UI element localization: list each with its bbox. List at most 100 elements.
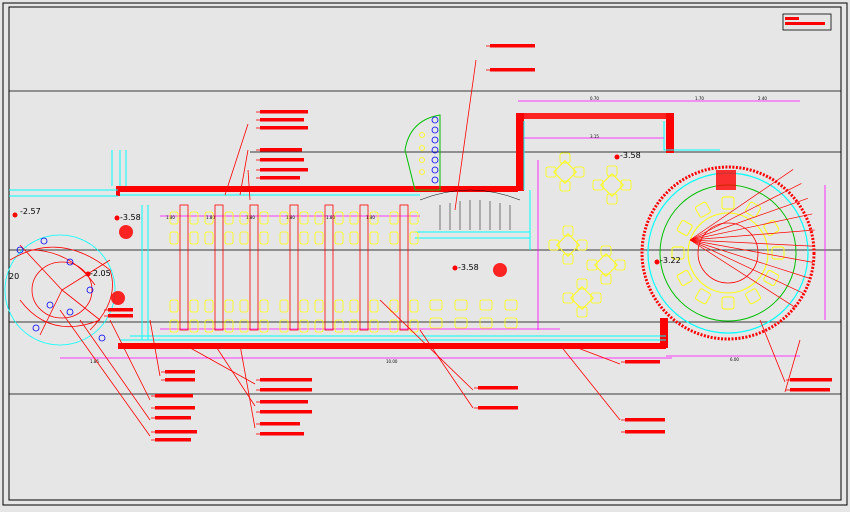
chair	[239, 231, 249, 245]
chair	[204, 319, 214, 333]
round-room	[640, 165, 816, 341]
chair	[349, 299, 359, 313]
callout-label-bar	[478, 386, 518, 390]
leader-line	[454, 59, 477, 211]
leader-line	[239, 149, 249, 196]
chair	[548, 239, 560, 251]
chair	[576, 239, 588, 251]
callout-label-bar	[260, 422, 300, 426]
chair	[409, 231, 419, 245]
radial-line	[689, 239, 796, 308]
callout-label-bar	[625, 430, 665, 434]
chair	[429, 299, 443, 311]
round-room-radial-lines	[689, 169, 815, 308]
chair	[259, 299, 269, 313]
straight-stair	[419, 189, 521, 230]
callout-label-bar	[625, 418, 665, 422]
chair	[299, 211, 309, 225]
table-strip	[359, 204, 369, 331]
table-strip	[214, 204, 224, 331]
square-table	[594, 253, 618, 277]
chair	[189, 231, 199, 245]
svg-text:6.00: 6.00	[730, 357, 739, 362]
chair	[334, 211, 344, 225]
chair	[559, 152, 571, 164]
callout-label-bar	[260, 158, 304, 162]
callout-label-bar	[260, 400, 308, 404]
chair	[259, 211, 269, 225]
chair	[279, 299, 289, 313]
chair	[409, 319, 419, 333]
bar-stool	[431, 126, 439, 134]
bar-stool	[431, 146, 439, 154]
bar-stool	[431, 166, 439, 174]
svg-text:1.70: 1.70	[695, 96, 704, 101]
level-label: -3.58	[458, 263, 479, 272]
leader-line	[109, 319, 151, 401]
radial-line	[689, 239, 810, 279]
chair	[299, 231, 309, 245]
leader-line	[247, 169, 251, 201]
chair	[334, 319, 344, 333]
chair	[600, 273, 612, 285]
chair	[504, 317, 518, 329]
chair	[479, 317, 493, 329]
callout-label-bar	[155, 406, 195, 410]
callout-label-bar	[490, 44, 535, 48]
curved-bar-seats	[404, 114, 441, 191]
callout-label-bar	[155, 394, 193, 398]
chair	[614, 259, 626, 271]
bar-stool	[431, 156, 439, 164]
svg-text:1.80: 1.80	[326, 215, 335, 220]
chair	[745, 288, 761, 305]
chair	[573, 166, 585, 178]
bar-stool	[419, 145, 425, 151]
callout-label-bar	[155, 430, 197, 434]
chair	[334, 231, 344, 245]
level-markers	[12, 154, 660, 305]
leader-line	[759, 319, 786, 383]
bar-stool	[419, 169, 425, 175]
svg-text:1.85: 1.85	[90, 359, 99, 364]
square-table	[570, 286, 594, 310]
chair	[369, 231, 379, 245]
exterior-walls	[116, 113, 674, 349]
radial-line	[689, 213, 813, 241]
callout-label-bar	[260, 168, 308, 172]
svg-text:3.15: 3.15	[590, 134, 599, 139]
callout-label-bar	[165, 378, 195, 382]
callout-label-bar	[790, 378, 832, 382]
chair	[204, 211, 214, 225]
chair	[349, 211, 359, 225]
chair	[590, 292, 602, 304]
leader-line	[224, 123, 249, 196]
radial-line	[689, 229, 815, 241]
svg-text:2.40: 2.40	[758, 96, 767, 101]
chair	[224, 319, 234, 333]
chair	[299, 299, 309, 313]
svg-text:1.80: 1.80	[286, 215, 295, 220]
svg-text:1.80: 1.80	[366, 215, 375, 220]
callout-label-bar	[490, 68, 535, 72]
callout-label-bar	[260, 118, 304, 122]
annotation-callouts	[108, 44, 832, 442]
leader-line	[79, 319, 151, 421]
leader-line	[379, 299, 474, 391]
svg-text:1.80: 1.80	[246, 215, 255, 220]
chair	[545, 166, 557, 178]
bar-stool	[431, 176, 439, 184]
svg-text:1.80: 1.80	[166, 215, 175, 220]
chair	[224, 211, 234, 225]
square-table	[600, 173, 624, 197]
bar-stool	[431, 116, 439, 124]
chair	[429, 317, 443, 329]
chair	[314, 211, 324, 225]
callout-label-bar	[260, 432, 304, 436]
leader-line	[569, 344, 621, 365]
chair	[259, 319, 269, 333]
callout-label-bar	[260, 378, 312, 382]
chair	[745, 201, 761, 218]
chair	[349, 319, 359, 333]
